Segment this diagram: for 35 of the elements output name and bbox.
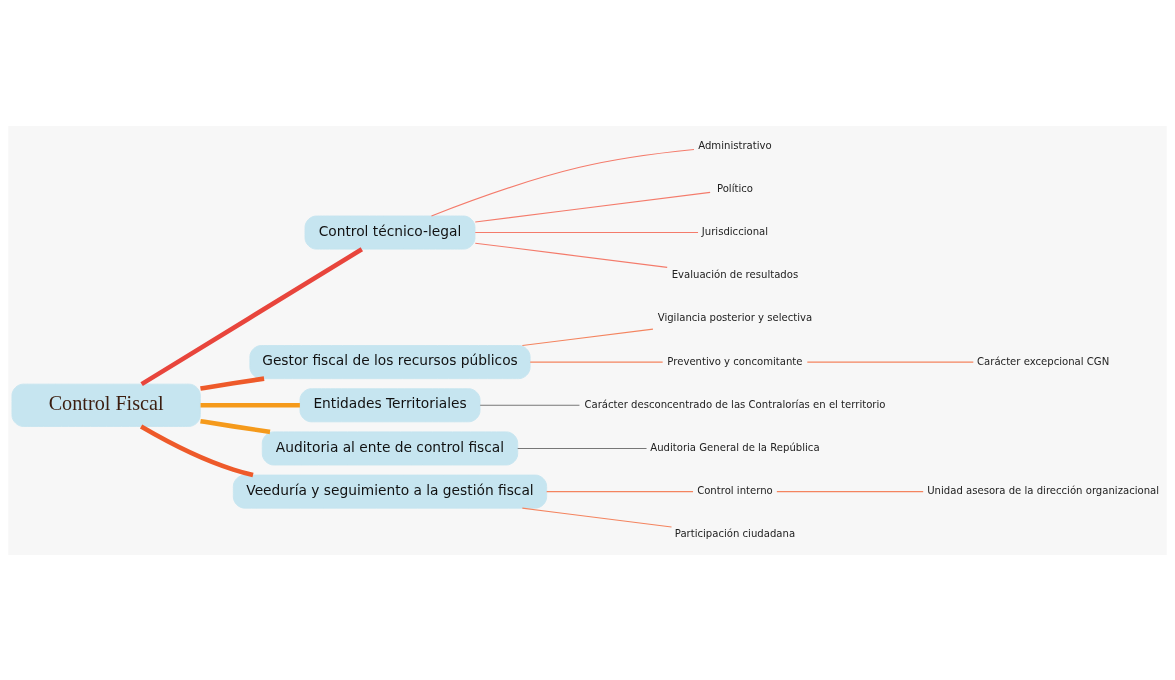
node-text: Político — [716, 182, 753, 194]
connector — [479, 404, 580, 406]
connector — [474, 242, 668, 268]
connector — [806, 361, 974, 363]
node-box: Control Fiscal — [11, 383, 201, 427]
node-text: Carácter excepcional CGN — [977, 355, 1110, 367]
node-text: Vigilancia posterior y selectiva — [657, 311, 813, 323]
connector — [546, 490, 694, 492]
connector — [521, 507, 673, 527]
connector — [139, 424, 254, 477]
node-box: Gestor fiscal de los recursos públicos — [249, 344, 531, 379]
node-text: Unidad asesora de la dirección organizacional — [927, 484, 1160, 496]
connector — [474, 231, 699, 233]
node-text: Administrativo — [698, 139, 772, 151]
node-text: Auditoria General de la República — [650, 441, 820, 453]
connector — [529, 361, 664, 363]
node-text: Participación ciudadana — [674, 527, 796, 539]
node-box: Veeduría y seguimiento a la gestión fiscal — [232, 474, 548, 509]
node-text: Jurisdiccional — [701, 225, 769, 237]
connector — [474, 191, 711, 222]
connector — [430, 148, 695, 216]
node-box: Entidades Territoriales — [299, 387, 481, 422]
connector — [521, 328, 654, 346]
node-text: Carácter desconcentrado de las Contralorías en el territorio — [584, 398, 886, 410]
node-box: Control técnico-legal — [304, 215, 476, 250]
connector — [200, 375, 265, 391]
connector — [140, 246, 363, 386]
connector — [200, 402, 300, 408]
connector — [776, 490, 924, 492]
node-text: Preventivo y concomitante — [667, 355, 803, 367]
node-text: Evaluación de resultados — [671, 268, 799, 280]
connector — [517, 447, 648, 449]
node-box: Auditoria al ente de control fiscal — [261, 430, 519, 465]
node-text: Control interno — [697, 484, 773, 496]
connector — [200, 418, 271, 434]
